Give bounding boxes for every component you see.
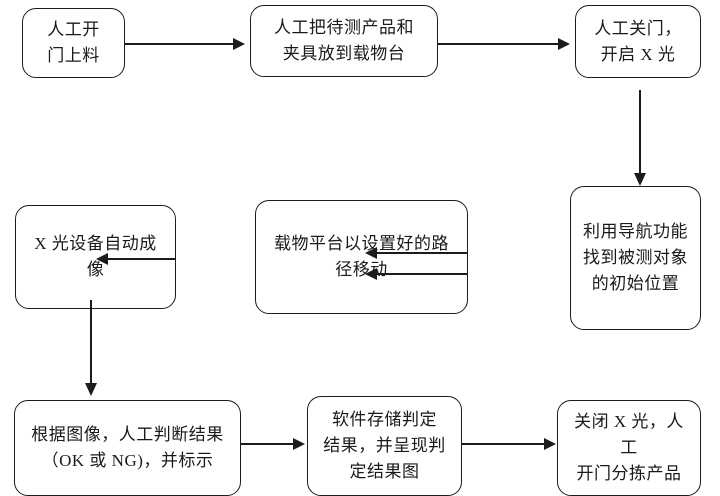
connector-line [241, 443, 294, 445]
flow-node-navigate-find-target[interactable]: 利用导航功能 找到被测对象 的初始位置 [570, 186, 701, 330]
flow-node-close-xray-sort-product[interactable]: 关闭 X 光，人工 开门分拣产品 [557, 400, 701, 496]
connector-line [125, 43, 234, 45]
flow-node-label: 载物平台以设置好的路 径移动 [274, 234, 449, 279]
flow-node-label: 人工开 门上料 [47, 20, 100, 65]
connector-line [462, 443, 545, 445]
connector-line [438, 43, 559, 45]
flow-node-label: 人工把待测产品和 夹具放到载物台 [274, 18, 414, 63]
arrowhead-right [233, 38, 245, 50]
arrowhead-right [293, 438, 305, 450]
arrowhead-right [544, 438, 556, 450]
flow-node-label: 利用导航功能 找到被测对象 的初始位置 [583, 222, 688, 293]
connector-line [107, 258, 176, 260]
flow-node-label: 人工关门， 开启 X 光 [594, 18, 682, 64]
flow-node-manual-judge-result[interactable]: 根据图像，人工判断结果 （OK 或 NG)，并标示 [14, 400, 241, 496]
connector-line [90, 300, 92, 384]
flow-node-manual-open-door-load[interactable]: 人工开 门上料 [22, 8, 125, 78]
arrowhead-left [365, 247, 377, 259]
flow-node-xray-auto-imaging[interactable]: X 光设备自动成 像 [15, 205, 176, 309]
flow-node-label: 软件存储判定 结果，并呈现判 定结果图 [323, 410, 446, 481]
arrowhead-left [96, 253, 108, 265]
connector-line [376, 273, 468, 275]
flow-node-label: 关闭 X 光，人工 开门分拣产品 [574, 412, 684, 483]
flow-node-place-product-fixture[interactable]: 人工把待测产品和 夹具放到载物台 [250, 5, 438, 77]
arrowhead-down [85, 383, 97, 396]
flow-node-label: 根据图像，人工判断结果 （OK 或 NG)，并标示 [31, 425, 224, 470]
arrowhead-down [634, 173, 646, 186]
arrowhead-left [365, 268, 377, 280]
flow-node-software-store-result[interactable]: 软件存储判定 结果，并呈现判 定结果图 [307, 396, 462, 496]
flow-node-close-door-start-xray[interactable]: 人工关门， 开启 X 光 [575, 5, 701, 78]
flow-node-stage-move-preset-path[interactable]: 载物平台以设置好的路 径移动 [255, 200, 468, 314]
connector-line [639, 90, 641, 174]
arrowhead-right [558, 38, 570, 50]
connector-line [376, 252, 468, 254]
